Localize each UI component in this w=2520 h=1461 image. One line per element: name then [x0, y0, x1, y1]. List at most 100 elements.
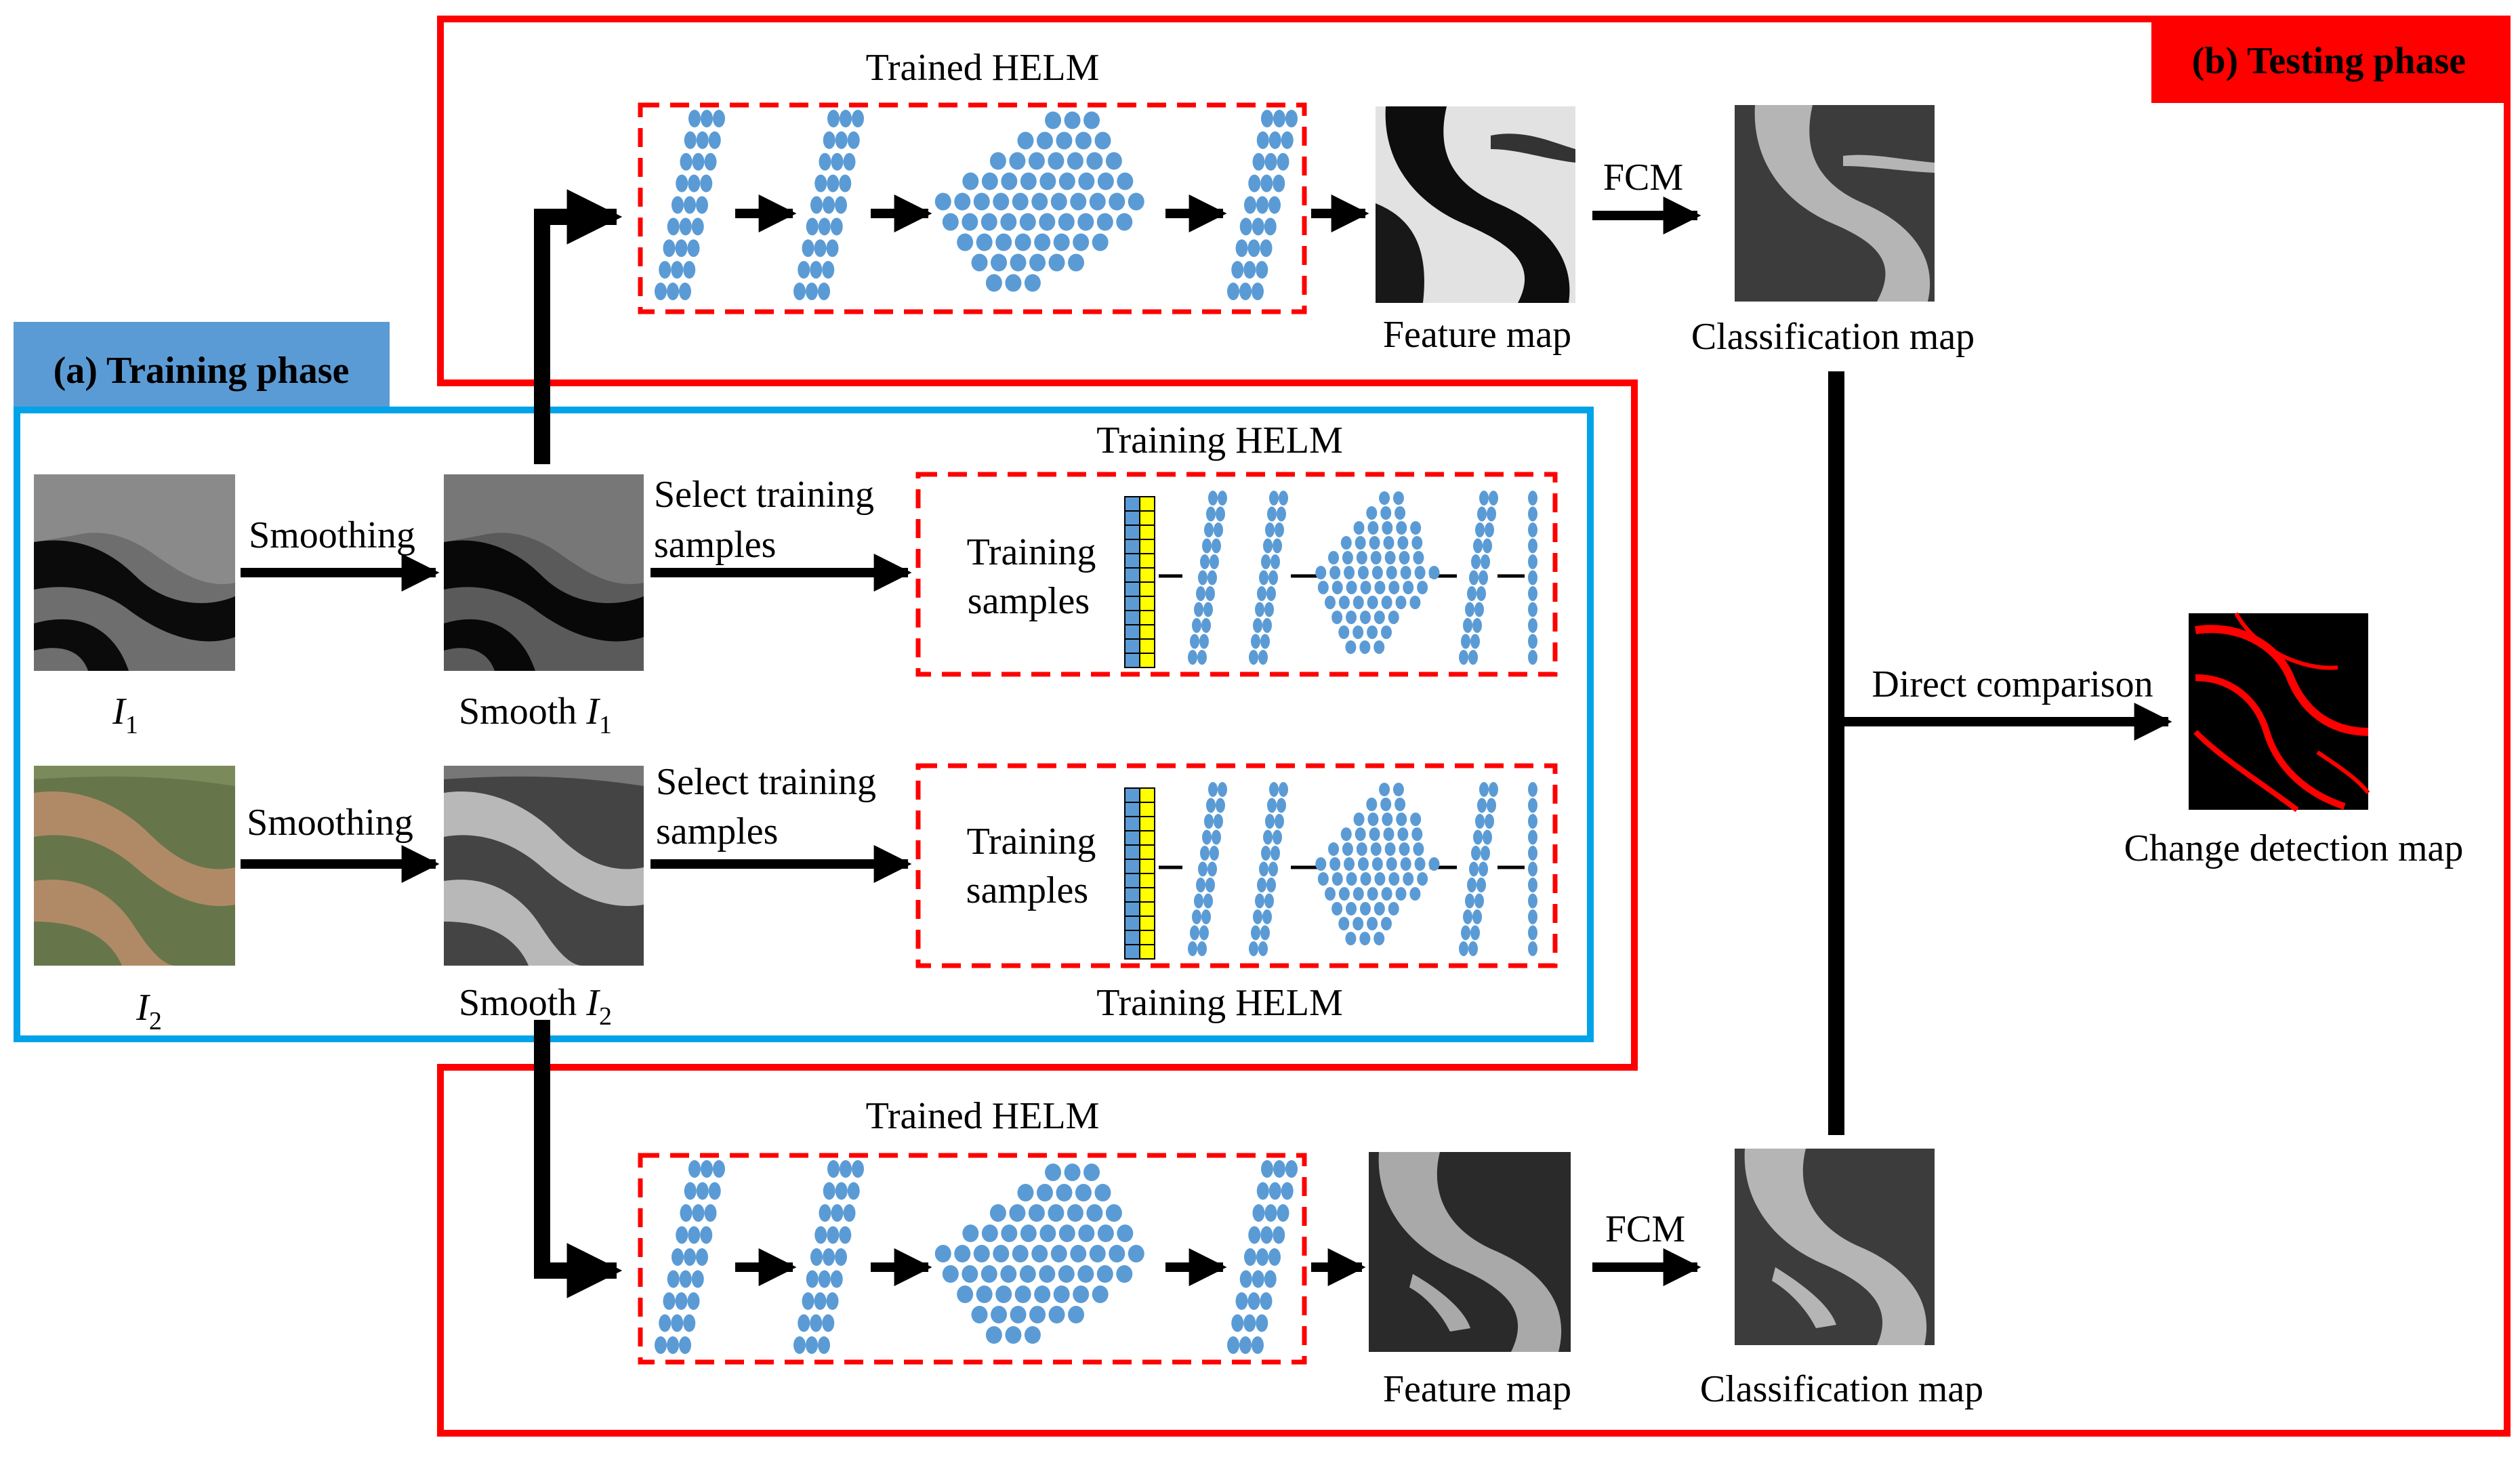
- helm-hidden2-node: [1068, 253, 1085, 272]
- train-hidden1-node: [1260, 634, 1270, 649]
- row2-smoothing-label: Smoothing: [247, 802, 413, 844]
- sample-cell: [1139, 859, 1155, 874]
- train-hidden2-node: [1367, 917, 1378, 930]
- bottom-helm-box: [638, 1153, 1307, 1365]
- train-hidden3-node: [1487, 798, 1496, 813]
- train-hidden3-node: [1472, 909, 1482, 924]
- train-input-node: [1205, 878, 1215, 892]
- train-input-node: [1188, 650, 1197, 665]
- train-hidden3-node: [1473, 538, 1483, 554]
- helm-input-node: [696, 1248, 708, 1266]
- helm-hidden1-node: [835, 196, 847, 214]
- train-input-node: [1208, 782, 1218, 797]
- train-hidden2-node: [1346, 581, 1357, 594]
- sample-cell: [1139, 567, 1155, 583]
- helm-hidden1-node: [818, 1336, 830, 1354]
- helm-input-node: [691, 1270, 704, 1288]
- helm-hidden2-node: [1050, 192, 1067, 211]
- helm-output-node: [1264, 152, 1277, 171]
- train-hidden1-node: [1263, 538, 1273, 554]
- helm-hidden2-node: [1086, 152, 1103, 170]
- train-hidden2-node: [1344, 566, 1355, 579]
- helm-input-node: [713, 110, 725, 127]
- helm-output-node: [1252, 283, 1264, 300]
- helm-output-node: [1239, 1270, 1252, 1288]
- helm-input-node: [679, 283, 691, 300]
- helm-hidden2-node: [1067, 152, 1083, 170]
- sample-cell: [1139, 930, 1155, 945]
- train-hidden2-node: [1345, 640, 1357, 654]
- helm-hidden1-node: [806, 283, 818, 300]
- sample-cell: [1124, 802, 1140, 817]
- train-hidden2-node: [1355, 827, 1366, 841]
- helm-hidden1-node: [814, 1226, 827, 1244]
- train-hidden1-node: [1266, 586, 1276, 601]
- train-hidden1-node: [1275, 522, 1284, 537]
- train-input-node: [1218, 782, 1227, 797]
- helm-output-node: [1227, 283, 1239, 300]
- train-hidden2-node: [1381, 887, 1392, 901]
- train-input-node: [1192, 618, 1201, 633]
- helm-hidden1-node: [839, 1226, 852, 1244]
- train-hidden2-node: [1367, 625, 1378, 639]
- helm-hidden1-node: [823, 1248, 835, 1266]
- train-hidden2-node: [1373, 902, 1385, 915]
- helm-hidden2-node: [1048, 1204, 1065, 1222]
- helm-hidden1-node: [830, 218, 843, 236]
- sample-cell: [1124, 944, 1140, 960]
- helm-hidden1-node: [847, 1182, 860, 1200]
- testing-phase-border-upper: [437, 16, 2511, 1437]
- helm-hidden2-node: [1009, 1204, 1026, 1222]
- helm-hidden1-node: [847, 131, 860, 149]
- helm-hidden2-node: [1050, 1245, 1067, 1262]
- train-input-node: [1190, 925, 1199, 941]
- helm-input-node: [672, 196, 684, 214]
- train-hidden3-node: [1475, 522, 1485, 537]
- sample-cell: [1124, 915, 1140, 931]
- train-output-node: [1528, 829, 1537, 845]
- train-hidden3-node: [1467, 586, 1476, 601]
- helm-output-node: [1261, 110, 1273, 127]
- helm-hidden2-node: [1039, 213, 1056, 231]
- train-output-node: [1528, 491, 1537, 506]
- helm-input-node: [655, 1336, 667, 1354]
- train-hidden1-node: [1264, 893, 1274, 909]
- train-hidden1-node: [1257, 586, 1266, 601]
- train-hidden2-node: [1338, 887, 1350, 901]
- train-hidden2-node: [1324, 596, 1336, 609]
- helm-input-node: [676, 174, 688, 192]
- sample-cell: [1124, 524, 1140, 540]
- helm-hidden2-node: [1034, 233, 1051, 251]
- row1-select-line1: Select training: [654, 474, 874, 516]
- helm-input-node: [671, 1314, 684, 1332]
- train-hidden1-node: [1260, 925, 1270, 941]
- helm-input-node: [688, 1226, 701, 1244]
- train-hidden2-node: [1369, 827, 1380, 841]
- helm-hidden2-node: [1031, 192, 1048, 211]
- sample-cell: [1124, 496, 1140, 512]
- train-hidden2-node: [1403, 872, 1414, 886]
- sample-cell: [1124, 596, 1140, 611]
- smooth-2-label: Smooth I2: [459, 982, 612, 1031]
- helm-hidden1-node: [839, 174, 852, 192]
- train-hidden3-node: [1477, 798, 1487, 813]
- train-input-node: [1204, 522, 1214, 537]
- helm-input-node: [675, 239, 688, 258]
- helm-hidden1-node: [810, 1248, 823, 1266]
- helm-hidden2-node: [1058, 172, 1075, 190]
- helm-hidden2-node: [1000, 1265, 1017, 1283]
- sample-cell: [1139, 524, 1155, 540]
- helm-output-node: [1248, 174, 1261, 192]
- train-hidden2-node: [1417, 872, 1428, 886]
- train-input-node: [1192, 909, 1201, 924]
- train-input-node: [1196, 586, 1205, 601]
- train-hidden2-node: [1373, 640, 1385, 654]
- train-hidden2-node: [1359, 640, 1371, 654]
- sample-cell: [1139, 496, 1155, 512]
- train-hidden1-node: [1258, 650, 1268, 665]
- helm-hidden2-node: [1070, 192, 1087, 211]
- helm-hidden1-node: [802, 1292, 814, 1310]
- helm-output-node: [1256, 131, 1269, 149]
- helm-hidden2-node: [1058, 1265, 1075, 1283]
- helm-input-node: [687, 1292, 700, 1310]
